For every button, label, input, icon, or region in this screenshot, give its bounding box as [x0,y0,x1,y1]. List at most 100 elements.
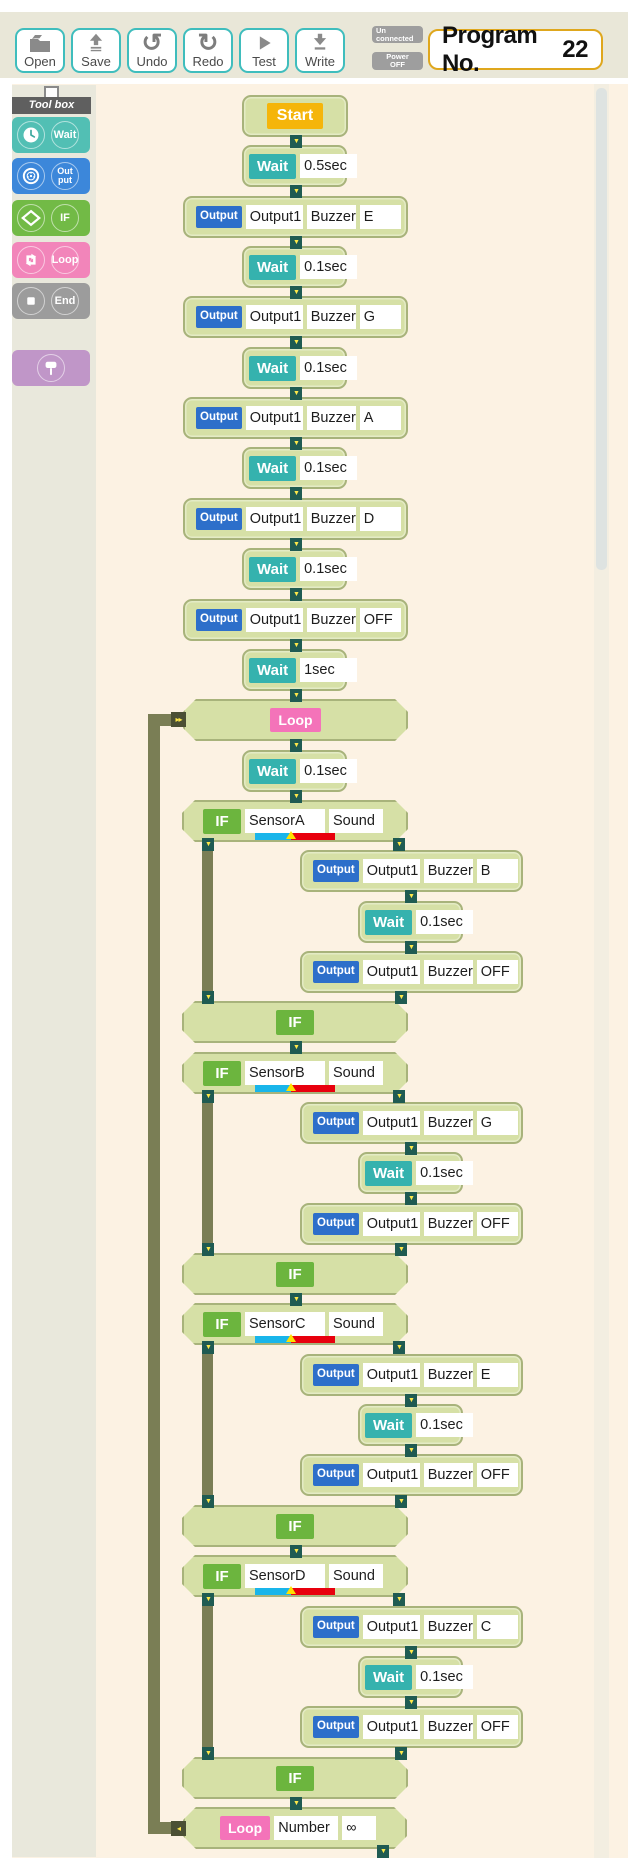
wait-duration-field[interactable]: 0.1sec [300,557,358,581]
output-device-field[interactable]: Buzzer [423,1715,473,1739]
output-device-field[interactable]: Buzzer [423,1463,473,1487]
output-device-field[interactable]: Buzzer [423,960,473,984]
write-button[interactable]: Write [295,28,345,73]
output-device-field[interactable]: Buzzer [423,859,473,883]
output-value-field[interactable]: B [476,859,518,883]
slider-marker-icon[interactable] [286,831,296,839]
block-if-close[interactable]: IF [182,1253,408,1295]
if-sensor-field[interactable]: SensorB [245,1061,325,1085]
output-port-field[interactable]: Output1 [362,1715,420,1739]
redo-button[interactable]: ↻ Redo [183,28,233,73]
output-device-field[interactable]: Buzzer [306,507,356,531]
block-if-close[interactable]: IF [182,1001,408,1043]
output-device-field[interactable]: Buzzer [423,1615,473,1639]
test-button[interactable]: Test [239,28,289,73]
output-device-field[interactable]: Buzzer [306,205,356,229]
open-button[interactable]: Open [15,28,65,73]
output-value-field[interactable]: C [476,1615,518,1639]
loop-count-mode-field[interactable]: Number [274,1816,338,1840]
if-sensor-field[interactable]: SensorC [245,1312,325,1336]
wait-duration-field[interactable]: 0.1sec [416,910,474,934]
block-start[interactable]: Start [242,95,348,137]
output-port-field[interactable]: Output1 [245,305,303,329]
wait-duration-field[interactable]: 1sec [300,658,358,682]
output-port-field[interactable]: Output1 [362,1111,420,1135]
output-value-field[interactable]: D [359,507,401,531]
wait-duration-field[interactable]: 0.1sec [300,759,358,783]
if-mode-field[interactable]: Sound [329,809,383,833]
output-value-field[interactable]: G [476,1111,518,1135]
toolbox-item-wait[interactable]: Wait [12,117,90,153]
if-mode-field[interactable]: Sound [329,1061,383,1085]
output-port-field[interactable]: Output1 [245,205,303,229]
output-device-field[interactable]: Buzzer [423,1111,473,1135]
toolbox-item-output[interactable]: Out put [12,158,90,194]
if-sensor-field[interactable]: SensorD [245,1564,325,1588]
output-value-field[interactable]: OFF [359,608,401,632]
output-value-field[interactable]: A [359,406,401,430]
scrollbar-thumb[interactable] [596,88,607,570]
toolbox-item-hammer[interactable] [12,350,90,386]
output-value-field[interactable]: E [359,205,401,229]
toolbox-item-if[interactable]: IF [12,200,90,236]
output-device-field[interactable]: Buzzer [306,406,356,430]
slider-marker-icon[interactable] [286,1334,296,1342]
if-threshold-slider[interactable] [255,833,335,840]
output-port-field[interactable]: Output1 [245,608,303,632]
wait-duration-field[interactable]: 0.1sec [416,1665,474,1689]
output-value-field[interactable]: OFF [476,1715,518,1739]
output-port-field[interactable]: Output1 [362,960,420,984]
wait-duration-field[interactable]: 0.1sec [416,1413,474,1437]
output-port-field[interactable]: Output1 [245,507,303,531]
output-device-field[interactable]: Buzzer [306,305,356,329]
wait-duration-field[interactable]: 0.1sec [300,255,358,279]
output-value-field[interactable]: E [476,1363,518,1387]
wait-duration-field[interactable]: 0.5sec [300,154,358,178]
slider-marker-icon[interactable] [286,1083,296,1091]
output-port-field[interactable]: Output1 [362,859,420,883]
output-device-field[interactable]: Buzzer [423,1212,473,1236]
toolbox-item-loop[interactable]: Loop [12,242,90,278]
wait-duration-field[interactable]: 0.1sec [300,356,358,380]
if-threshold-slider[interactable] [255,1085,335,1092]
save-button[interactable]: Save [71,28,121,73]
output-value-field[interactable]: OFF [476,1212,518,1236]
output-port-field[interactable]: Output1 [245,406,303,430]
program-number-box[interactable]: Program No. 22 [428,22,603,77]
output-value-field[interactable]: OFF [476,960,518,984]
output-device-field[interactable]: Buzzer [423,1363,473,1387]
undo-button[interactable]: ↺ Undo [127,28,177,73]
block-if-close[interactable]: IF [182,1757,408,1799]
if-sensor-field[interactable]: SensorA [245,809,325,833]
block-loop-open[interactable]: Loop [183,699,408,741]
output-port-field[interactable]: Output1 [362,1212,420,1236]
if-mode-field[interactable]: Sound [329,1564,383,1588]
block-if-close[interactable]: IF [182,1505,408,1547]
if-mode-field[interactable]: Sound [329,1312,383,1336]
